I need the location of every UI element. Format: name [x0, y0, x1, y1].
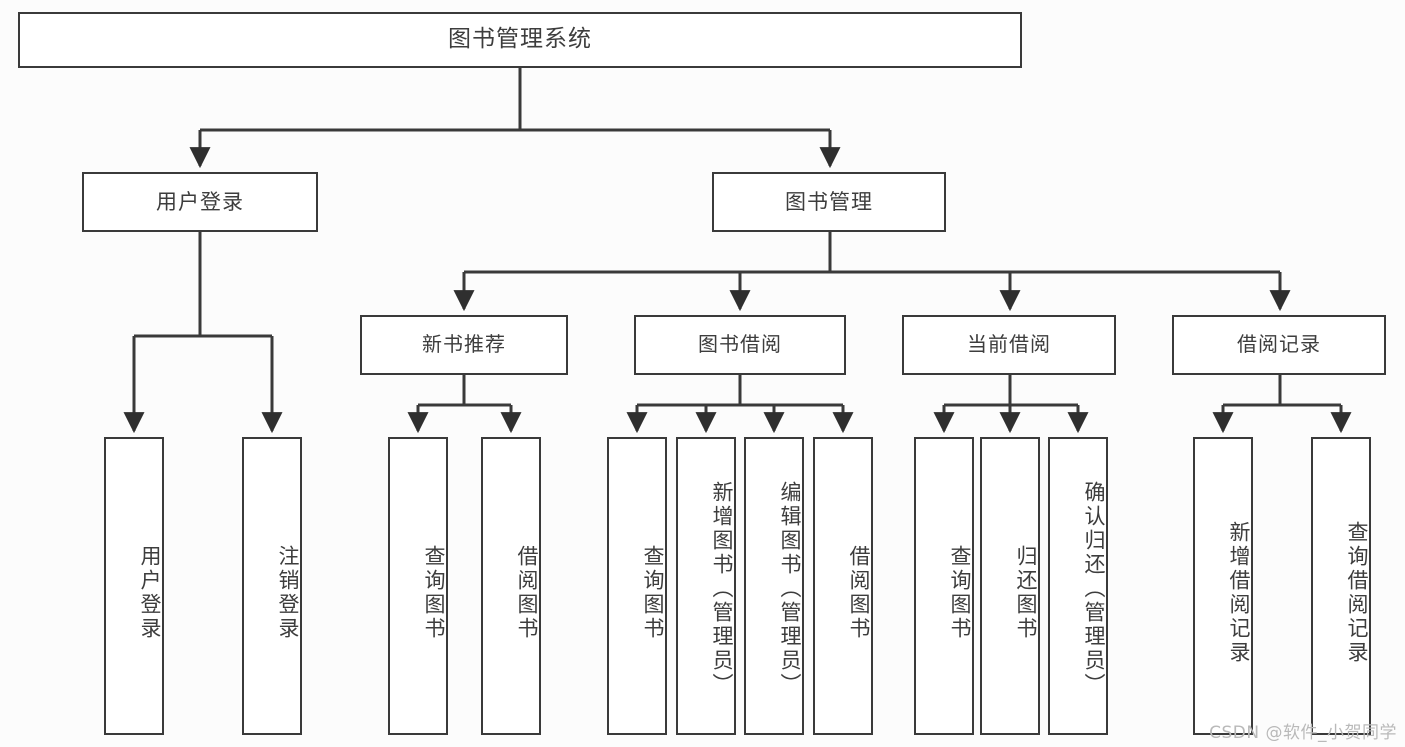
- leaf-query-book-borrow[interactable]: 查询图书: [607, 437, 667, 735]
- leaf-add-book-admin[interactable]: 新增图书（管理员）: [676, 437, 736, 735]
- node-label: 新增借阅记录: [1227, 521, 1251, 665]
- node-current-borrow[interactable]: 当前借阅: [902, 315, 1116, 375]
- node-user-login[interactable]: 用户登录: [82, 172, 318, 232]
- leaf-user-login[interactable]: 用户登录: [104, 437, 164, 735]
- leaf-confirm-return-admin[interactable]: 确认归还（管理员）: [1048, 437, 1108, 735]
- node-label: 确认归还（管理员）: [1082, 481, 1106, 697]
- leaf-borrow-book[interactable]: 借阅图书: [813, 437, 873, 735]
- node-label: 新书推荐: [422, 332, 506, 357]
- leaf-borrow-book-newbook[interactable]: 借阅图书: [481, 437, 541, 735]
- node-label: 新增图书（管理员）: [710, 481, 734, 697]
- leaf-query-borrow-record[interactable]: 查询借阅记录: [1311, 437, 1371, 735]
- leaf-query-book-newbook[interactable]: 查询图书: [388, 437, 448, 735]
- node-label: 归还图书: [1014, 545, 1038, 641]
- node-label: 编辑图书（管理员）: [778, 481, 802, 697]
- node-new-book-recommend[interactable]: 新书推荐: [360, 315, 568, 375]
- node-label: 借阅图书: [847, 545, 871, 641]
- node-label: 查询图书: [641, 545, 665, 641]
- leaf-logout[interactable]: 注销登录: [242, 437, 302, 735]
- node-label: 注销登录: [276, 545, 300, 641]
- node-root-library-system[interactable]: 图书管理系统: [18, 12, 1022, 68]
- node-label: 当前借阅: [967, 332, 1051, 357]
- node-label: 借阅图书: [515, 545, 539, 641]
- node-book-borrow[interactable]: 图书借阅: [634, 315, 846, 375]
- node-label: 用户登录: [156, 189, 244, 214]
- leaf-query-book-current[interactable]: 查询图书: [914, 437, 974, 735]
- node-label: 借阅记录: [1237, 332, 1321, 357]
- node-label: 查询借阅记录: [1345, 521, 1369, 665]
- leaf-add-borrow-record[interactable]: 新增借阅记录: [1193, 437, 1253, 735]
- node-label: 图书借阅: [698, 332, 782, 357]
- node-borrow-record[interactable]: 借阅记录: [1172, 315, 1386, 375]
- leaf-edit-book-admin[interactable]: 编辑图书（管理员）: [744, 437, 804, 735]
- node-book-management[interactable]: 图书管理: [712, 172, 946, 232]
- node-label: 用户登录: [138, 545, 162, 641]
- node-label: 查询图书: [422, 545, 446, 641]
- leaf-return-book[interactable]: 归还图书: [980, 437, 1040, 735]
- node-label: 图书管理: [785, 189, 873, 214]
- watermark-csdn: CSDN @软件_小贺同学: [1209, 723, 1397, 743]
- node-label: 查询图书: [948, 545, 972, 641]
- node-label: 图书管理系统: [448, 26, 592, 53]
